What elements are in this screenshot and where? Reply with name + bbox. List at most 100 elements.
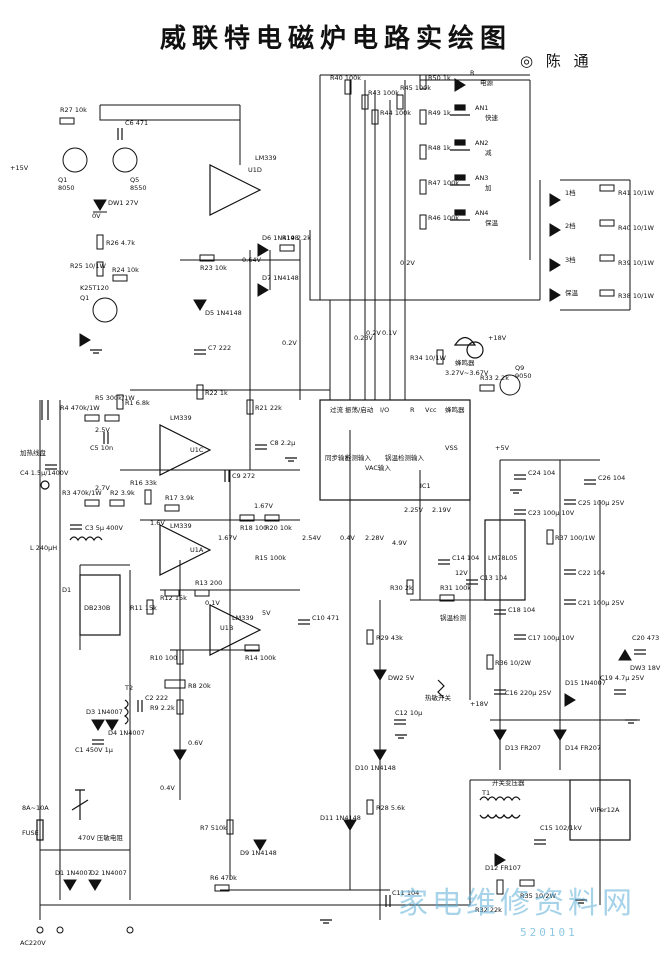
ic1-pin-io: I/O bbox=[380, 406, 389, 414]
d7-diode bbox=[257, 283, 269, 297]
varistor bbox=[71, 789, 89, 820]
c24-capacitor bbox=[514, 474, 526, 480]
q9-transistor bbox=[499, 374, 521, 396]
r18-label: R18 100 bbox=[240, 524, 267, 532]
page-title: 威联特电磁炉电路实绘图 bbox=[159, 24, 512, 54]
d1-line-label: D1 1N4007 bbox=[55, 869, 92, 877]
r24-resistor bbox=[112, 274, 128, 282]
t1-secondary bbox=[479, 813, 521, 819]
c19-label: C19 4.7μ 25V bbox=[600, 674, 645, 682]
r13-resistor bbox=[194, 589, 210, 597]
ic1-label: IC1 bbox=[420, 482, 431, 490]
c23-capacitor bbox=[514, 509, 526, 515]
c25-label: C25 100μ 25V bbox=[578, 499, 625, 507]
r20-resistor bbox=[264, 514, 280, 522]
r50-resistor bbox=[419, 74, 427, 90]
r28-resistor bbox=[366, 799, 374, 815]
r32-resistor bbox=[496, 879, 504, 895]
volt-8: 2.28V bbox=[365, 534, 384, 542]
d4-label: D4 1N4007 bbox=[108, 729, 145, 737]
r34-label: R34 10/1W bbox=[410, 354, 446, 362]
c18-label: C18 104 bbox=[508, 606, 535, 614]
d12-label: D12 FR107 bbox=[485, 864, 521, 872]
r17-resistor bbox=[164, 504, 180, 512]
r14-resistor bbox=[244, 644, 260, 652]
sensor1-label: 锅温检测 bbox=[440, 613, 467, 622]
v18-label: +18V bbox=[488, 334, 507, 342]
resistors bbox=[59, 74, 615, 895]
c25-capacitor bbox=[564, 499, 576, 505]
c11-label: C11 104 bbox=[392, 889, 419, 897]
ac-terminal-l bbox=[36, 926, 44, 934]
l1-inductor bbox=[69, 536, 103, 542]
c19-capacitor bbox=[614, 689, 626, 695]
r5-label: R5 300k/1W bbox=[95, 394, 135, 402]
t2-transformer bbox=[123, 699, 129, 725]
c8-capacitor bbox=[255, 444, 267, 450]
l1-label: L 240μH bbox=[30, 544, 57, 552]
d14-label: D14 FR207 bbox=[565, 744, 601, 752]
r6-resistor bbox=[214, 884, 230, 892]
sensor2-label: 热敏开关 bbox=[425, 693, 452, 702]
r16-label: R16 33k bbox=[130, 479, 157, 487]
v18b-label: +18V bbox=[470, 700, 489, 708]
d9-diode bbox=[253, 839, 267, 851]
an2-switch bbox=[450, 139, 470, 151]
r29-resistor bbox=[366, 629, 374, 645]
text-labels: U1D LM339 U1C LM339 U1A LM339 U1B LM339 … bbox=[10, 69, 661, 947]
d9-label: D9 1N4148 bbox=[240, 849, 277, 857]
r18-resistor bbox=[239, 514, 255, 522]
ac-label: AC220V bbox=[20, 939, 46, 947]
ac-terminal-n bbox=[56, 926, 64, 934]
misc-parts bbox=[36, 336, 484, 841]
d2-line-label: D2 1N4007 bbox=[90, 869, 127, 877]
volt-17: 0.6V bbox=[188, 739, 203, 747]
r19-label: R19 2.2k bbox=[282, 234, 311, 242]
r10-label: R10 100 bbox=[150, 654, 177, 662]
u1c-comparator bbox=[159, 424, 212, 476]
r45-label: R45 100k bbox=[400, 84, 431, 92]
dw2-label: DW2 5V bbox=[388, 674, 415, 682]
c9-label: C9 272 bbox=[232, 472, 255, 480]
d10-label: D10 1N4148 bbox=[355, 764, 396, 772]
c1-label: C1 450V 1μ bbox=[75, 746, 113, 754]
c12-label: C12 10μ bbox=[395, 709, 422, 717]
c10-label: C10 471 bbox=[312, 614, 339, 622]
r33-label: R33 2.2k bbox=[480, 374, 509, 382]
lm339-label-3: LM339 bbox=[170, 522, 192, 530]
d15-label: D15 1N4007 bbox=[565, 679, 606, 687]
d11-label: D11 1N4148 bbox=[320, 814, 361, 822]
r44-label: R44 100k bbox=[380, 109, 411, 117]
c11-capacitor bbox=[385, 895, 391, 907]
u1b-comparator bbox=[209, 604, 262, 656]
q1-transistor bbox=[62, 147, 88, 173]
dw2-zener bbox=[373, 669, 387, 681]
r19-resistor bbox=[279, 244, 295, 252]
r23-label: R23 10k bbox=[200, 264, 227, 272]
r11-label: R11 15k bbox=[130, 604, 157, 612]
led4-label: 保温 bbox=[565, 288, 579, 297]
ic1-pin-vcc: Vcc bbox=[425, 406, 437, 414]
buzzer-transistor-ring bbox=[466, 341, 484, 359]
volt-21: 12V bbox=[455, 569, 468, 577]
c16-capacitor bbox=[494, 689, 506, 695]
c6-label: C6 471 bbox=[125, 119, 148, 127]
an1-label: AN1 bbox=[475, 104, 488, 112]
r38-label: R38 10/1W bbox=[618, 292, 654, 300]
volt-0: 0.64V bbox=[242, 256, 261, 264]
volt-12: 1.67V bbox=[254, 502, 273, 510]
r21-label: R21 22k bbox=[255, 404, 282, 412]
lm339-label-4: LM339 bbox=[232, 614, 254, 622]
r17-label: R17 3.9k bbox=[165, 494, 194, 502]
c3-capacitor bbox=[70, 524, 82, 530]
r29-label: R29 43k bbox=[376, 634, 403, 642]
r20-label: R20 10k bbox=[265, 524, 292, 532]
d5-label: D5 1N4148 bbox=[205, 309, 242, 317]
r25-label: R25 10/1W bbox=[70, 262, 106, 270]
q9-part-label: 9050 bbox=[515, 372, 532, 380]
r15-label: R15 100k bbox=[255, 554, 286, 562]
u1b-label: U1B bbox=[220, 624, 233, 632]
c12-capacitor bbox=[394, 719, 406, 725]
r2-label: R2 3.9k bbox=[110, 489, 135, 497]
switches bbox=[450, 104, 470, 221]
